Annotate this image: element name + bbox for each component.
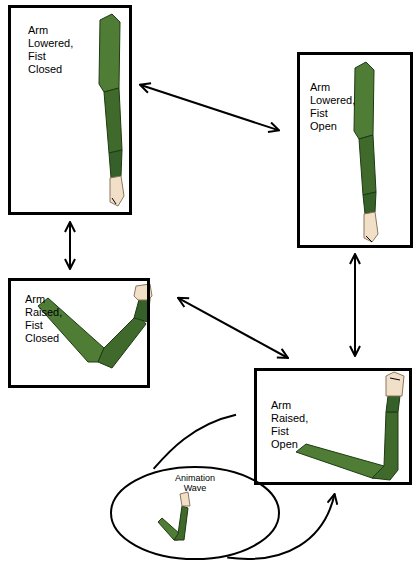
state-label: Animation Wave <box>175 473 215 493</box>
state-label: Arm Raised, Fist Open <box>271 399 308 451</box>
arm-lowered-closed <box>99 14 124 206</box>
transition-arrow <box>227 494 334 559</box>
state-label: Arm Lowered, Fist Open <box>310 81 355 133</box>
state-box: Arm Lowered, Fist Closed <box>8 5 132 215</box>
arm-raised-closed <box>38 284 152 368</box>
transition-arrow <box>178 298 288 358</box>
arm-lowered-open <box>354 62 378 242</box>
arm-wave-small <box>158 492 190 540</box>
arm-raised-open <box>296 372 404 480</box>
state-label: Arm Raised, Fist Closed <box>25 293 62 345</box>
state-box: Arm Lowered, Fist Open <box>297 52 413 248</box>
animation-ellipse: Animation Wave <box>110 466 280 560</box>
transition-arrow <box>140 85 279 131</box>
state-label: Arm Lowered, Fist Closed <box>28 24 73 76</box>
state-box: Arm Raised, Fist Open <box>254 368 412 485</box>
state-box: Arm Raised, Fist Closed <box>8 278 150 388</box>
transition-arrow <box>69 222 71 269</box>
transition-arrow <box>354 254 356 356</box>
transition-arrow <box>154 415 236 469</box>
